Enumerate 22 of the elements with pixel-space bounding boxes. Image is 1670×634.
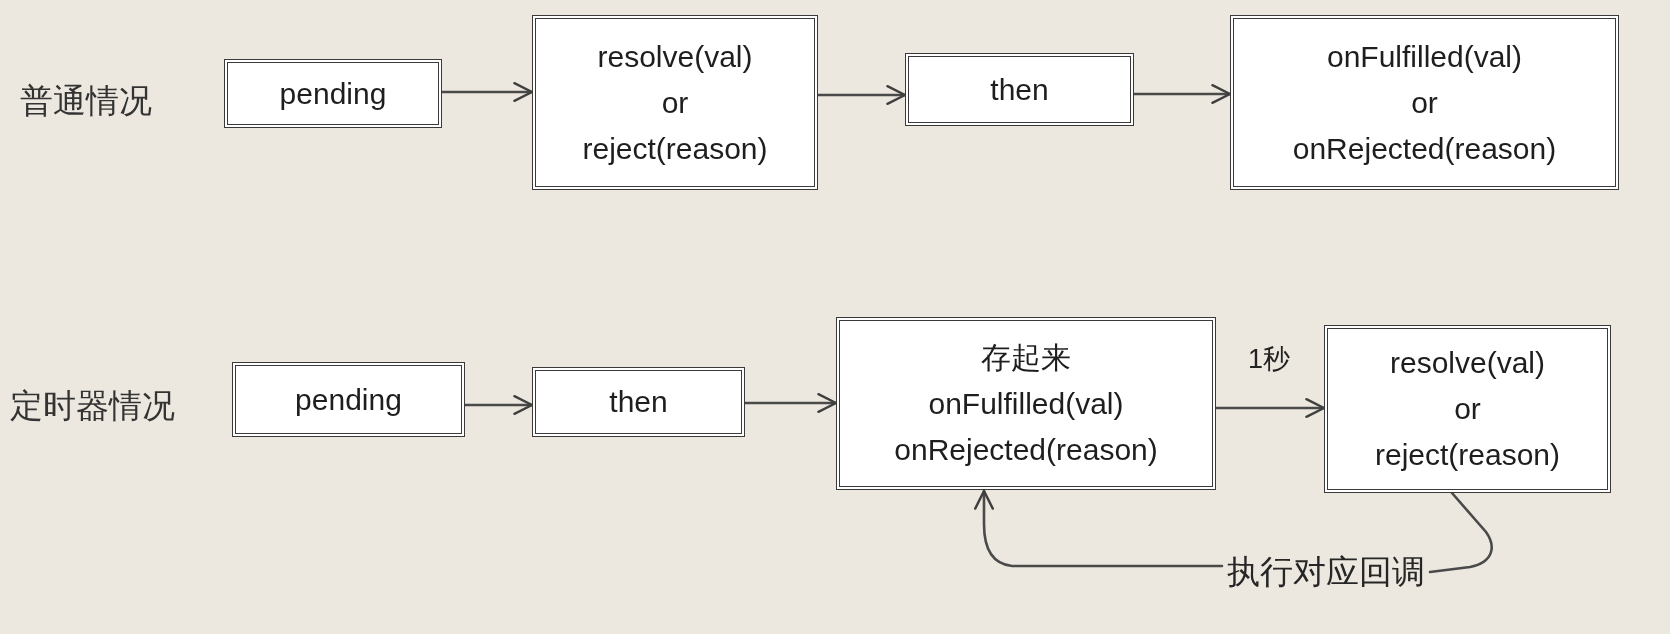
process-box [836,317,1216,490]
process-box [532,15,818,190]
box-label: onFulfilled(val) onRejected(reason) [894,385,1158,468]
row-label: 普通情况 [20,81,152,121]
box-label: then [990,71,1049,108]
box-label: onFulfilled(val) or onRejected(reason) [1292,38,1557,167]
box-label: pending [279,75,387,112]
process-box [1230,15,1619,190]
process-box [905,53,1134,126]
box-label: then [609,384,668,420]
box-heading: 存起来 [981,339,1071,376]
process-box [232,362,465,437]
process-box [1324,325,1611,493]
box-label: resolve(val) or reject(reason) [1374,345,1561,473]
box-label: resolve(val) or reject(reason) [582,38,768,167]
arrow [974,489,1224,568]
row-label: 定时器情况 [10,386,175,426]
connector-line [1428,491,1493,574]
box-label: pending [295,381,402,418]
process-box [224,59,442,128]
callout-text: 执行对应回调 [1222,551,1430,593]
process-box [532,367,745,437]
